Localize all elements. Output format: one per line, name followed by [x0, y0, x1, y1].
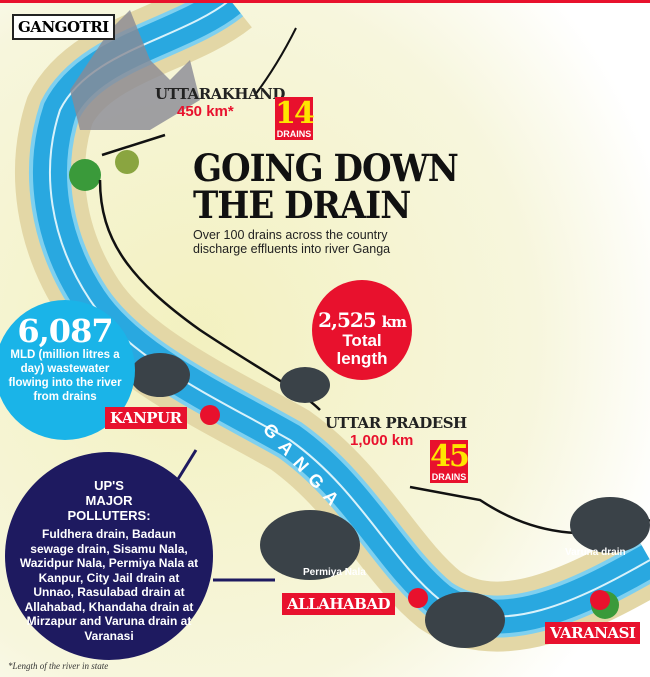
wastewater-value: 6,087	[17, 312, 113, 350]
polluters-heading: MAJOR	[85, 493, 133, 508]
drain-pipe	[130, 353, 190, 397]
total-length-badge: 2,525 km Total length	[312, 280, 412, 380]
city-allahabad: ALLAHABAD	[282, 593, 396, 615]
total-label: length	[336, 349, 388, 368]
subtitle: Over 100 drains across the country disch…	[193, 228, 390, 256]
total-unit: km	[381, 313, 407, 331]
drain-count-label: DRAINS	[276, 129, 312, 139]
uttarakhand-info: UTTARAKHAND 450 km*	[155, 85, 285, 120]
up-drains-badge: 45 DRAINS	[430, 439, 470, 483]
polluters-list: Fuldhera drain, Badaun sewage drain, Sis…	[19, 527, 199, 643]
top-bar	[0, 0, 650, 3]
drain-label-permiya: Permiya Nala	[303, 567, 366, 578]
uttar-pradesh-info: UTTAR PRADESH 1,000 km	[325, 414, 467, 449]
route-arrow	[254, 27, 297, 96]
drain-count: 45	[430, 439, 470, 474]
page-title: GOING DOWN THE DRAIN	[193, 146, 459, 229]
drain-pipe	[570, 497, 650, 553]
total-label: Total	[342, 331, 382, 350]
drain-count-label: DRAINS	[431, 472, 467, 482]
location-pin	[200, 405, 220, 425]
subtitle-line: Over 100 drains across the country	[193, 228, 388, 242]
drain-label-varuna: Varuna drain	[565, 547, 626, 558]
drain-pipe	[260, 510, 360, 580]
drain-pipe	[425, 592, 505, 648]
drain-pipe	[280, 367, 330, 403]
mountain	[70, 10, 200, 130]
location-pin	[590, 590, 610, 610]
gangotri-label: GANGOTRI	[12, 14, 115, 40]
footnote: *Length of the river in state	[8, 661, 109, 671]
polluters-heading: UP'S	[94, 478, 124, 493]
drain-count: 14	[275, 96, 315, 131]
major-polluters: UP'S MAJOR POLLUTERS: Fuldhera drain, Ba…	[5, 452, 213, 660]
route-arrow	[101, 133, 166, 157]
title-line: THE DRAIN	[193, 184, 411, 229]
title-line: GOING DOWN	[193, 146, 459, 191]
location-pin	[408, 588, 428, 608]
subtitle-line: discharge effluents into river Ganga	[193, 242, 391, 256]
wastewater-text: MLD (million litres a day) wastewater fl…	[8, 349, 122, 403]
uttarakhand-drains-badge: 14 DRAINS	[275, 96, 315, 140]
state-length: 450 km*	[177, 103, 234, 120]
tree	[69, 159, 101, 191]
state-name: UTTAR PRADESH	[325, 414, 467, 432]
state-length: 1,000 km	[350, 432, 414, 449]
city-kanpur: KANPUR	[105, 407, 187, 429]
city-varanasi: VARANASI	[545, 622, 641, 644]
tree	[115, 150, 139, 174]
wastewater-badge: 6,087 MLD (million litres a day) wastewa…	[0, 300, 135, 440]
total-value: 2,525	[318, 308, 377, 332]
state-name: UTTARAKHAND	[155, 85, 285, 103]
polluters-heading: POLLUTERS:	[67, 508, 151, 523]
